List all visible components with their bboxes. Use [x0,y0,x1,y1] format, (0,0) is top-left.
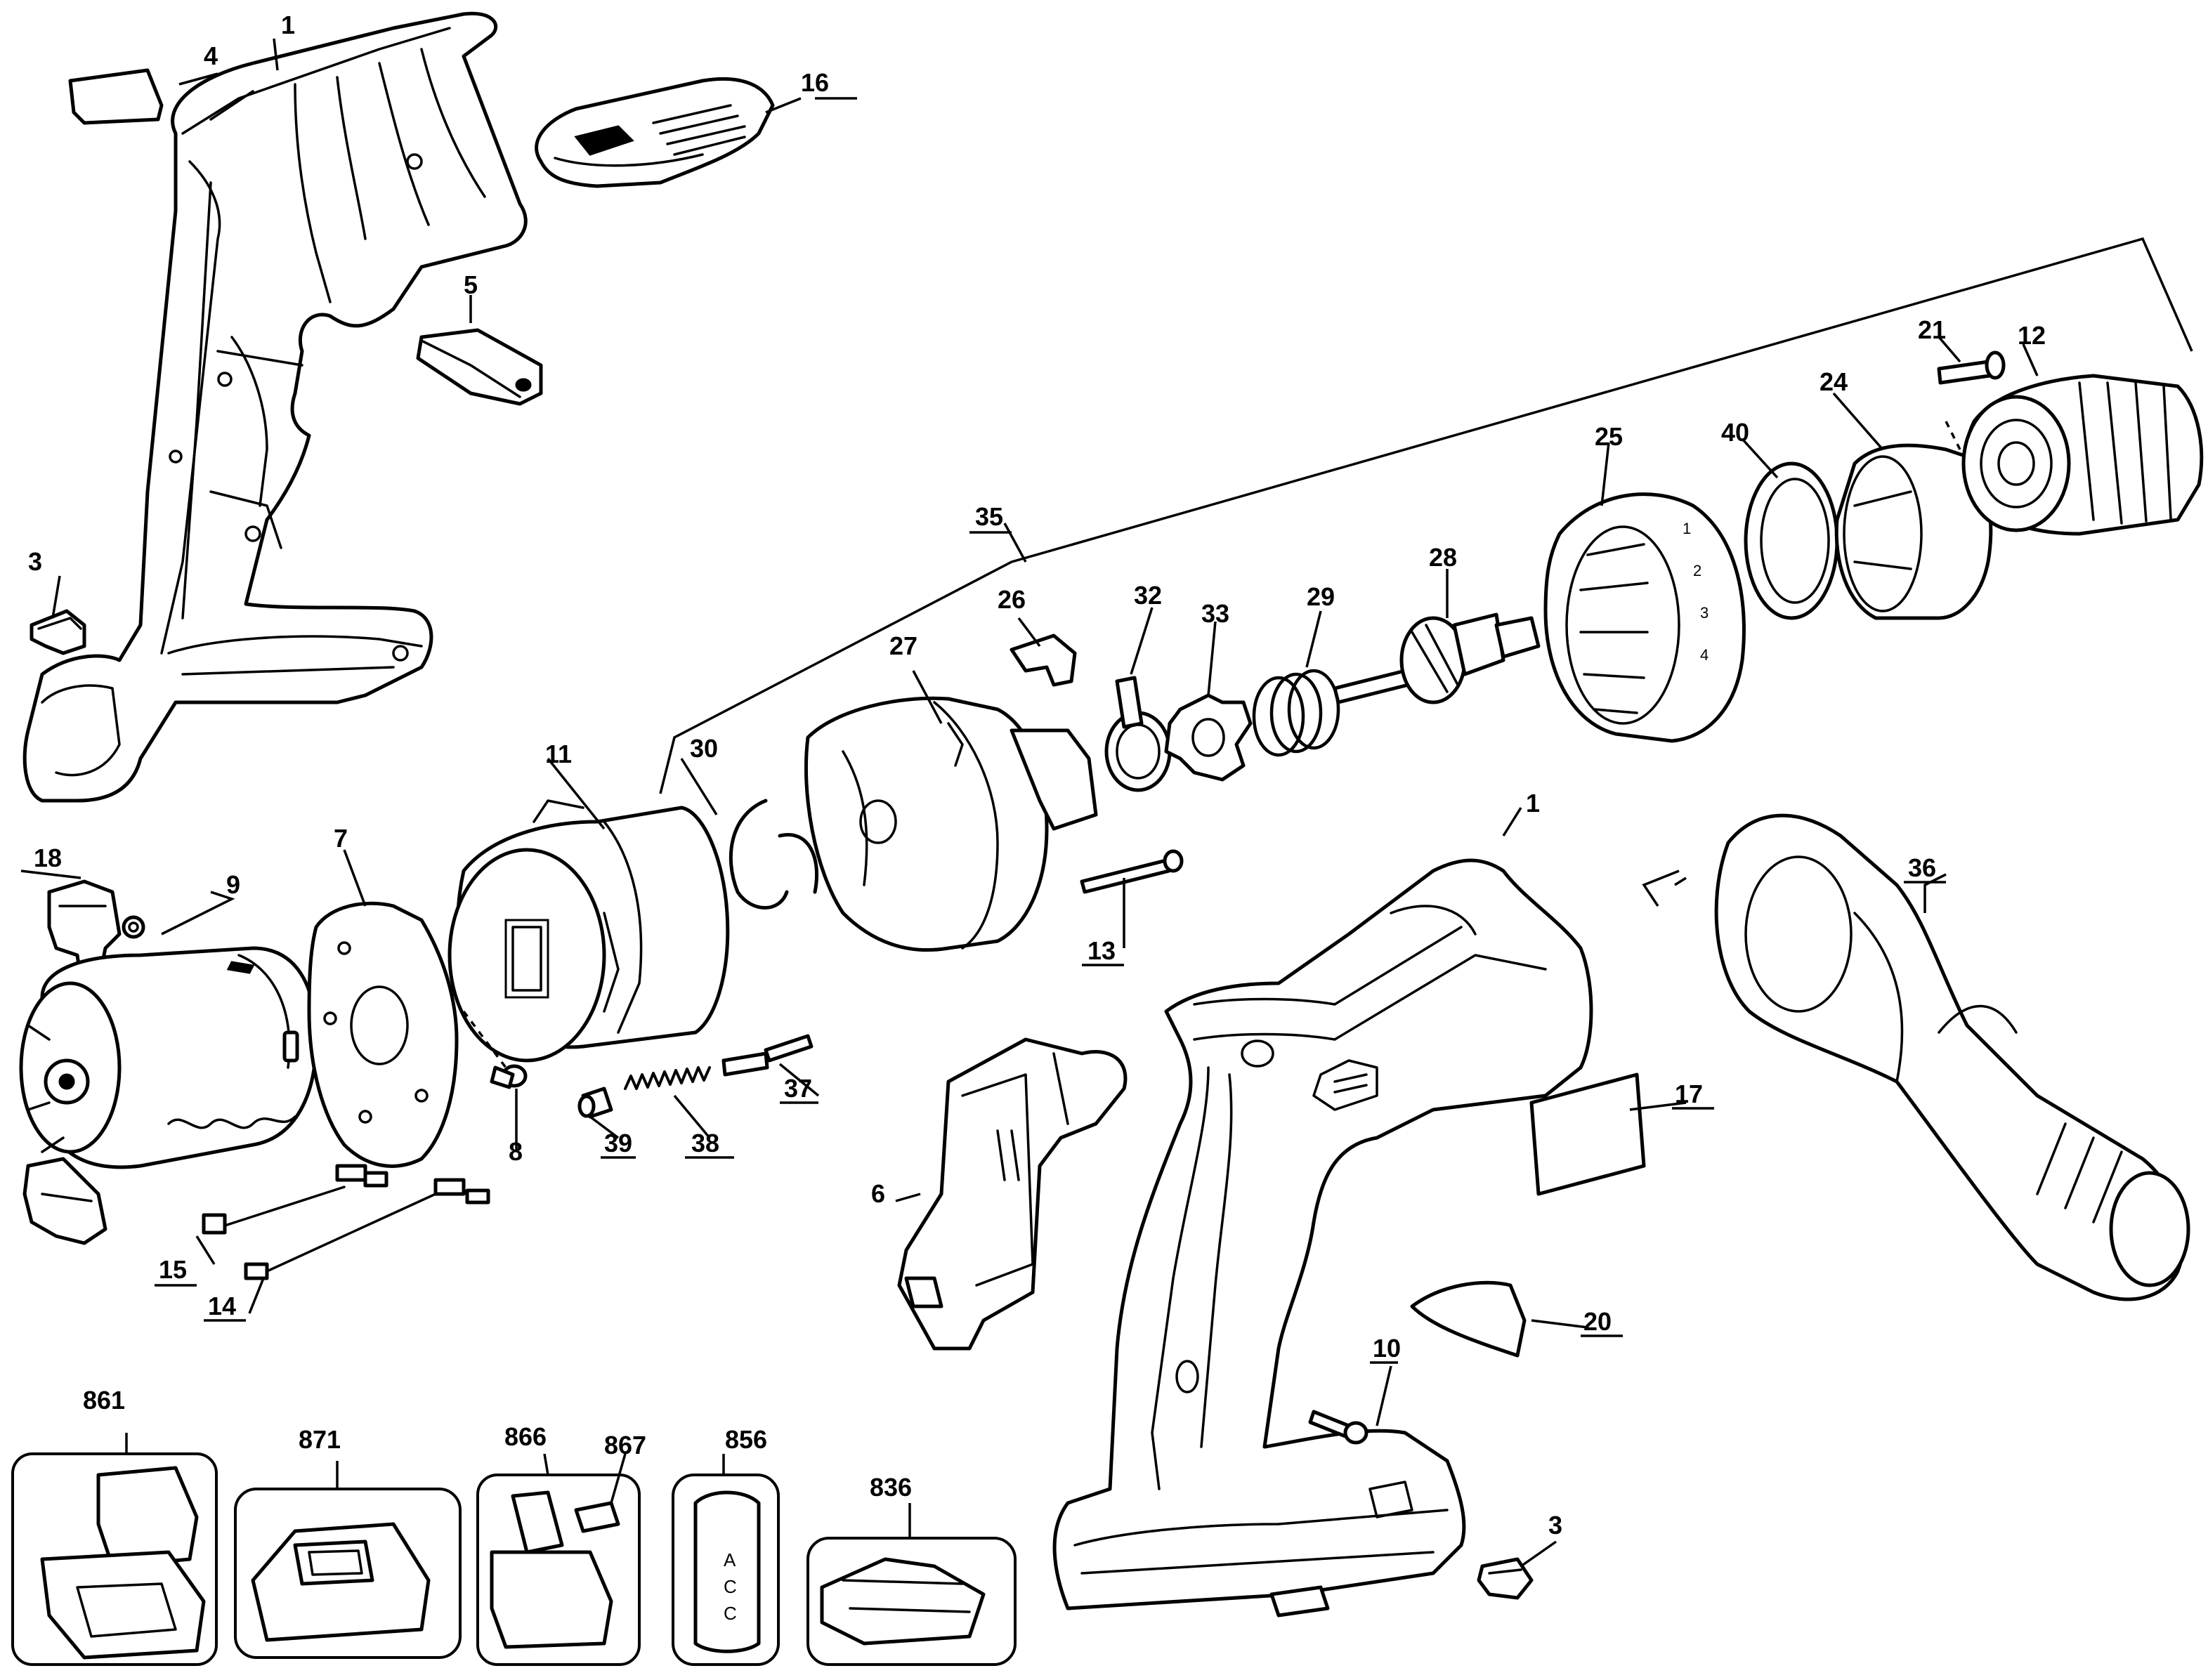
callout-35: 35 [975,502,1003,531]
callout-14: 14 [208,1292,236,1320]
switch-cover-16 [535,77,775,188]
leader-lines [20,38,2039,1568]
callout-1-top: 1 [281,11,295,39]
callout-37: 37 [784,1074,812,1103]
callout-871: 871 [299,1425,341,1454]
spring-38 [624,1066,711,1090]
callout-3-top: 3 [28,547,42,576]
callout-4: 4 [204,41,218,70]
kit-box-866 [476,1474,641,1666]
chuck-12 [1961,374,2204,536]
callout-10: 10 [1373,1334,1401,1363]
callout-13: 13 [1087,936,1116,965]
callout-6: 6 [871,1179,885,1208]
screw-8 [462,1010,528,1089]
label-plate-4 [68,68,164,125]
callout-1-right: 1 [1526,789,1540,818]
assembly-bracket-35 [659,237,2193,794]
callout-24: 24 [1820,367,1848,396]
callout-856: 856 [725,1425,767,1454]
spring-26 [1010,634,1077,687]
latch-part-5 [416,328,543,406]
spring-29 [1252,669,1340,757]
svg-text:1: 1 [1683,520,1691,537]
callout-21: 21 [1918,315,1946,344]
baffle-plate-7 [307,901,459,1168]
svg-text:4: 4 [1700,646,1709,664]
callout-36: 36 [1908,853,1936,882]
kit-box-861 [11,1452,218,1666]
callout-861: 861 [83,1386,125,1415]
callout-18: 18 [34,844,62,872]
motor-9 [19,946,318,1169]
callout-27: 27 [889,631,917,660]
svg-text:2: 2 [1693,562,1701,579]
gear-housing-11 [448,799,730,1063]
callout-28: 28 [1429,543,1457,572]
callout-numbers: 1 4 16 5 3 21 12 24 25 40 35 28 32 33 29… [28,11,2046,1540]
callout-25: 25 [1595,422,1623,451]
pin-37 [721,1034,814,1077]
callout-17: 17 [1675,1079,1703,1108]
housing-half-right [1052,858,1593,1617]
switch-6 [897,1037,1128,1351]
kit-box-871 [234,1488,462,1659]
callout-38: 38 [691,1129,719,1157]
svg-text:3: 3 [1700,604,1709,622]
callout-7: 7 [334,824,348,853]
clip-part-3-upper [30,609,86,655]
screw-21 [1937,350,2006,450]
clutch-ring-25: 1 2 3 4 [1543,492,1746,743]
callout-12: 12 [2018,321,2046,350]
housing-half-left [22,11,528,803]
callout-836: 836 [870,1473,912,1502]
callout-9: 9 [226,870,240,899]
callout-32: 32 [1134,581,1162,610]
callout-underlines [155,97,1946,1364]
callout-8: 8 [509,1137,523,1166]
gearcase-27 [804,696,1098,952]
callout-39: 39 [604,1129,632,1157]
retaining-ring-40 [1744,461,1839,620]
plunger-39 [577,1087,613,1119]
callout-29: 29 [1307,582,1335,611]
collar-24 [1834,443,1993,620]
wire-15 [202,1164,388,1235]
callout-867: 867 [604,1431,646,1459]
callout-20: 20 [1583,1307,1612,1336]
side-handle-36 [1714,813,2190,1301]
label-20 [1410,1280,1527,1358]
washer-32 [1104,676,1172,792]
kit-box-836 [806,1537,1017,1666]
callout-40: 40 [1721,418,1749,447]
callout-5: 5 [464,270,478,299]
label-17 [1529,1072,1646,1196]
wire-14 [244,1178,490,1280]
spindle-28 [1333,612,1541,704]
brush-holder-lower [22,1157,107,1245]
clip-part-3-lower [1477,1557,1534,1600]
callout-866: 866 [504,1422,547,1451]
callout-3-bottom: 3 [1548,1511,1562,1540]
callout-33: 33 [1201,599,1229,628]
spring-clip-30 [729,799,819,910]
callout-26: 26 [998,585,1026,614]
screw-10 [1308,1410,1368,1445]
clutch-33 [1164,693,1253,782]
callout-11: 11 [545,740,572,768]
callout-30: 30 [690,734,718,763]
callout-16: 16 [801,68,829,97]
pin-13 [1080,849,1184,894]
callout-15: 15 [159,1255,187,1284]
